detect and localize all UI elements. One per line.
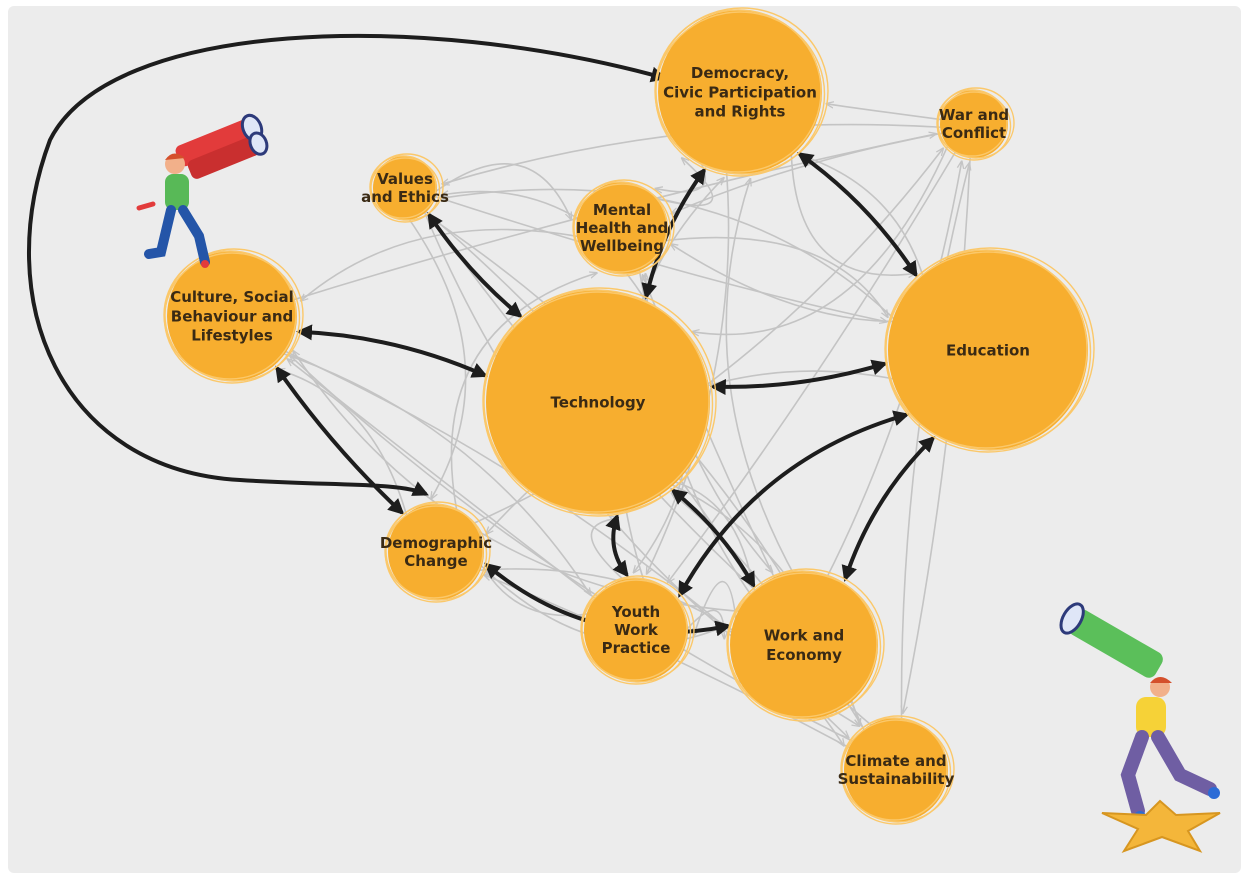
node-sketch-ring <box>370 153 444 221</box>
node-circle <box>486 290 710 514</box>
node-label-line: Practice <box>602 639 671 657</box>
strong-link-culture-demographic <box>275 365 405 515</box>
node-technology: Technology <box>482 287 717 517</box>
node-label-line: Mental <box>593 201 651 219</box>
node-circle <box>940 90 1008 158</box>
node-circle <box>388 504 484 600</box>
node-label-line: War and <box>939 106 1009 124</box>
node-sketch-ring <box>483 287 717 515</box>
node-circle <box>888 250 1088 450</box>
node-label-line: Technology <box>551 394 646 412</box>
node-label-line: Work and <box>764 627 844 645</box>
node-label-line: Culture, Social <box>170 288 294 306</box>
node-label-line: and Ethics <box>361 188 449 206</box>
node-label-line: Economy <box>766 646 842 664</box>
node-circle <box>373 156 437 220</box>
node-label-line: Sustainability <box>838 770 955 788</box>
strong-link-democracy-education <box>796 152 918 278</box>
weak-link-war-democracy <box>827 104 944 121</box>
node-sketch-ring <box>727 568 885 720</box>
node-sketch-ring <box>581 575 695 683</box>
node-label-line: Work <box>614 621 659 639</box>
node-sketch-ring <box>385 501 491 601</box>
node-label-line: Education <box>946 342 1030 360</box>
node-sketch-ring <box>164 248 304 382</box>
node-label-line: Youth <box>611 603 660 621</box>
node-label-line: and Rights <box>695 102 786 120</box>
node-label-line: Civic Participation <box>663 83 817 101</box>
node-label-line: Conflict <box>942 124 1006 142</box>
strong-link-technology-education <box>709 359 888 396</box>
node-sketch-ring <box>655 7 829 175</box>
node-circle <box>730 571 878 719</box>
node-circle <box>584 578 688 682</box>
node-circle <box>576 182 668 274</box>
strong-link-democracy-demographic <box>27 33 668 496</box>
person-with-telescope-on-star-icon <box>1059 602 1221 853</box>
strong-link-education-youth-work <box>678 410 910 598</box>
node-label-line: Democracy, <box>691 64 789 82</box>
node-label-line: Behaviour and <box>171 307 293 325</box>
node-circle <box>844 718 948 822</box>
node-education: Education <box>884 247 1095 453</box>
node-label-line: Change <box>404 552 467 570</box>
person-with-binoculars-icon <box>136 113 269 268</box>
node-label-line: Values <box>377 170 433 188</box>
weak-link-war-climate <box>903 154 972 712</box>
strong-link-education-work-economy <box>841 435 936 582</box>
weak-link-war-technology <box>693 141 951 334</box>
node-label-line: Health and <box>576 219 669 237</box>
node-label-line: Lifestyles <box>191 326 273 344</box>
node-sketch-ring <box>885 247 1095 451</box>
node-circle <box>167 251 297 381</box>
node-label-line: Climate and <box>845 752 946 770</box>
node-sketch-ring <box>573 179 675 275</box>
node-sketch-ring <box>841 715 955 823</box>
node-sketch-ring <box>937 87 1015 159</box>
node-label-line: Wellbeing <box>580 237 664 255</box>
node-circle <box>658 10 822 174</box>
node-label-line: Demographic <box>380 534 492 552</box>
